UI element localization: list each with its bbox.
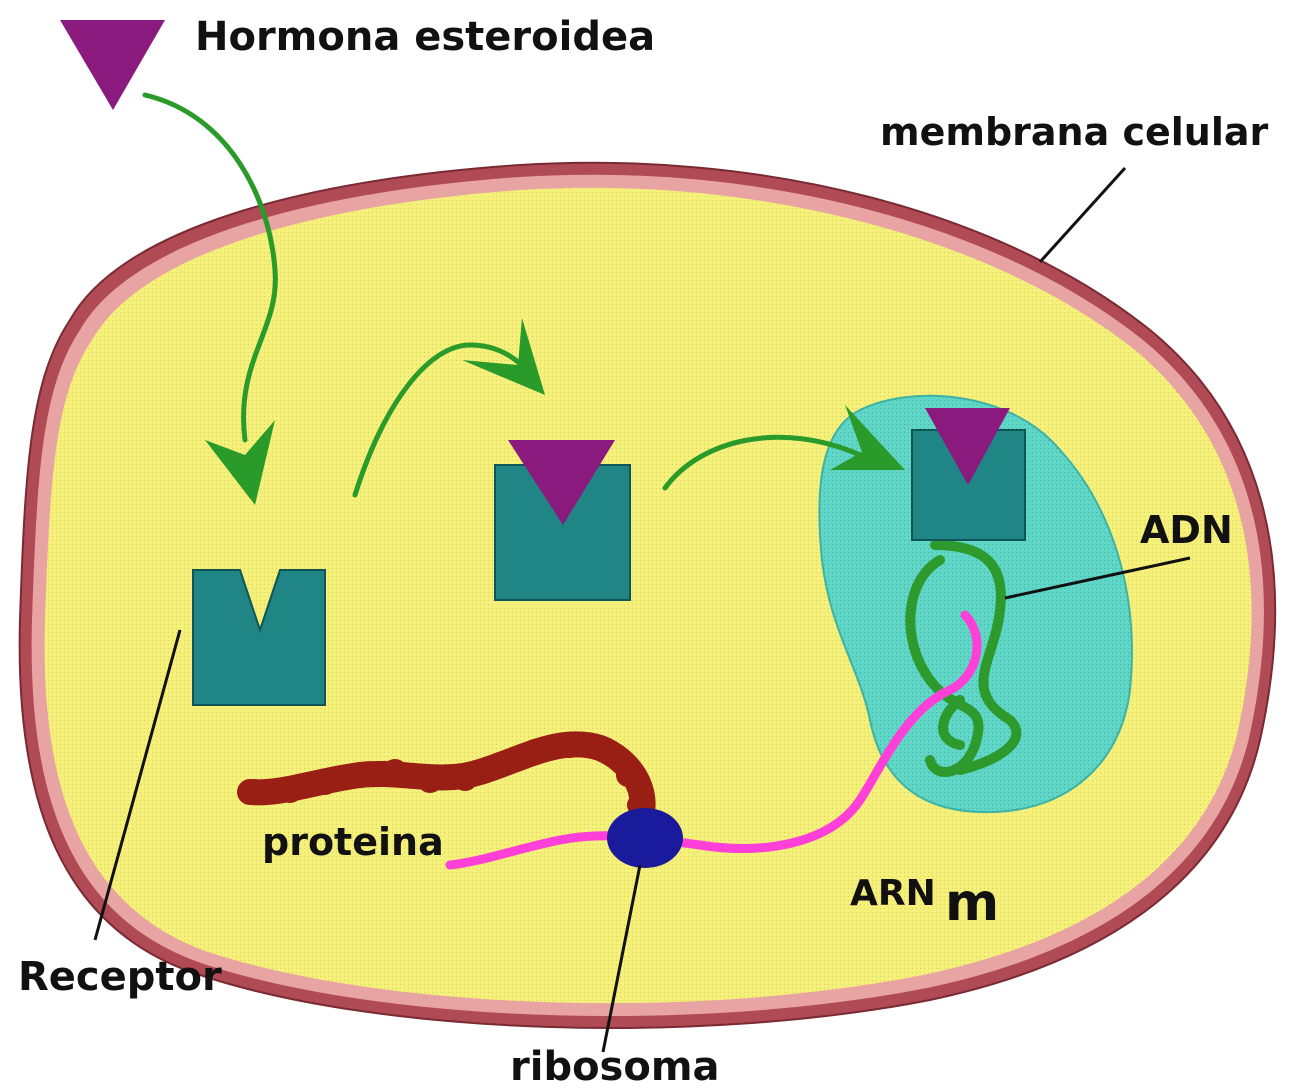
label-protein: proteina	[262, 820, 444, 864]
label-hormone: Hormona esteroidea	[195, 14, 655, 60]
label-membrane: membrana celular	[880, 110, 1269, 154]
protein-bead	[592, 737, 618, 763]
protein-bead	[242, 779, 268, 805]
protein-bead	[616, 763, 640, 787]
leader-membrane	[1040, 168, 1125, 262]
ribosome	[607, 808, 683, 868]
protein-bead	[487, 752, 513, 778]
protein-bead	[522, 739, 548, 765]
label-dna: ADN	[1140, 508, 1233, 552]
protein-bead	[347, 762, 373, 788]
protein-bead	[417, 767, 443, 793]
protein-bead	[312, 769, 338, 795]
label-mrna: ARN	[850, 873, 936, 914]
protein-bead	[452, 765, 478, 791]
label-receptor: Receptor	[18, 954, 222, 1000]
label-mrna-subscript: m	[945, 873, 999, 933]
protein-bead	[277, 777, 303, 803]
protein-bead	[557, 732, 583, 758]
label-ribosome: ribosoma	[510, 1044, 720, 1090]
protein-bead	[382, 759, 408, 785]
